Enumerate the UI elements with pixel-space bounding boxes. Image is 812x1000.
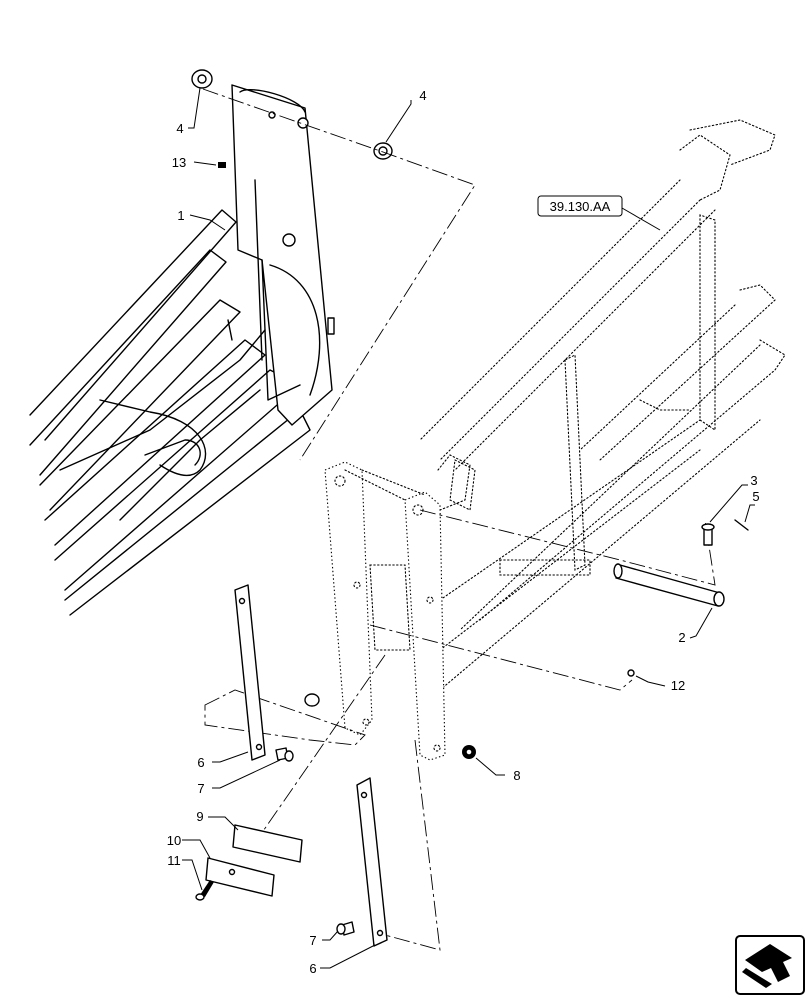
washer-small <box>304 693 320 707</box>
reference-frame-39-130-aa <box>324 119 786 761</box>
cotter-pin-5 <box>734 519 749 531</box>
callout-4-right: 4 <box>419 88 426 103</box>
callout-7-right: 7 <box>309 933 316 948</box>
boom-arm-assembly <box>29 84 335 616</box>
centerline-strap <box>249 654 386 851</box>
washer-4-right <box>373 142 393 160</box>
strap-6-left <box>234 584 266 761</box>
callout-3: 3 <box>750 473 757 488</box>
callout-6-left: 6 <box>197 755 204 770</box>
bolt-7-right <box>336 921 355 936</box>
callout-8: 8 <box>513 768 520 783</box>
centerline-pin <box>419 509 716 586</box>
callout-4-left: 4 <box>176 121 183 136</box>
centerline-upper <box>202 88 476 461</box>
centerline-lower-left <box>204 689 366 746</box>
nut-8 <box>462 745 476 759</box>
callout-12: 12 <box>671 678 685 693</box>
callout-13: 13 <box>172 155 186 170</box>
reference-box[interactable]: 39.130.AA <box>537 195 623 217</box>
centerline-12 <box>369 624 633 691</box>
bolt-11 <box>195 880 214 901</box>
callout-labels: 4 13 1 4 3 5 2 12 6 7 8 9 10 11 7 6 <box>167 88 760 976</box>
callout-10: 10 <box>167 833 181 848</box>
plate-10 <box>205 857 275 897</box>
callout-5: 5 <box>752 489 759 504</box>
centerline-right-strap <box>384 739 441 951</box>
bolt-7-left <box>275 747 294 762</box>
strap-6-right <box>356 777 388 947</box>
fitting-12 <box>627 669 635 677</box>
grease-fitting-13 <box>218 162 226 168</box>
callout-11: 11 <box>167 853 181 868</box>
callout-6-right: 6 <box>309 961 316 976</box>
pin-2 <box>613 563 725 607</box>
callout-2: 2 <box>678 630 685 645</box>
clip-pin-3 <box>701 523 715 546</box>
next-page-arrow-icon[interactable] <box>735 935 805 995</box>
washer-4-left <box>191 69 213 89</box>
callout-9: 9 <box>196 809 203 824</box>
callout-1: 1 <box>177 208 184 223</box>
reference-label: 39.130.AA <box>550 199 611 214</box>
callout-7-left: 7 <box>197 781 204 796</box>
plate-9 <box>232 824 303 863</box>
leader-lines <box>182 87 755 969</box>
